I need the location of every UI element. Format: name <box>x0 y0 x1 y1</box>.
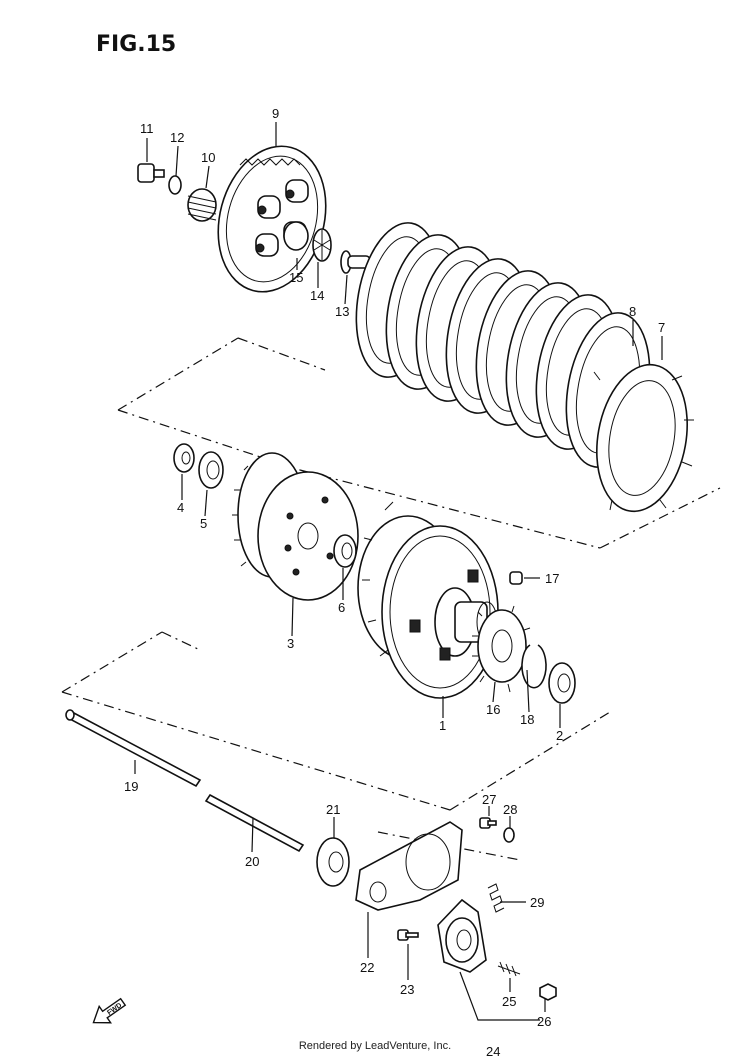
lock-washer <box>198 451 224 489</box>
callout-5: 5 <box>200 516 207 531</box>
push-rod-long <box>65 709 202 788</box>
pressure-plate <box>217 145 327 293</box>
thrust-washer <box>312 228 332 262</box>
damper-cushion <box>509 571 523 585</box>
lock-nut <box>539 983 557 1001</box>
clutch-housing <box>357 501 499 699</box>
callout-9: 9 <box>272 106 279 121</box>
callout-2: 2 <box>556 728 563 743</box>
callout-22: 22 <box>360 960 374 975</box>
callout-18: 18 <box>520 712 534 727</box>
callout-14: 14 <box>310 288 324 303</box>
push-rod-short <box>204 793 305 853</box>
callout-8: 8 <box>629 304 636 319</box>
release-cover-gasket <box>355 821 463 911</box>
adjusting-screw <box>497 961 521 977</box>
push-piece <box>340 250 371 274</box>
release-bearing <box>283 221 309 251</box>
callout-4: 4 <box>177 500 184 515</box>
callout-7: 7 <box>658 320 665 335</box>
oil-seal <box>316 837 350 887</box>
callout-11: 11 <box>140 121 154 136</box>
plates-assembly-outline <box>117 337 721 549</box>
callout-17: 17 <box>545 571 559 586</box>
callout-24: 24 <box>486 1044 500 1059</box>
bolt-23 <box>397 929 419 941</box>
callout-19: 19 <box>124 779 138 794</box>
callout-29: 29 <box>530 895 544 910</box>
bolt <box>137 163 165 183</box>
callout-labels: 11 12 10 9 15 14 13 8 7 4 5 3 6 17 1 16 … <box>124 106 665 1059</box>
fwd-label: FWD <box>106 1002 123 1017</box>
callout-1: 1 <box>439 718 446 733</box>
callout-15: 15 <box>289 270 303 285</box>
callout-28: 28 <box>503 802 517 817</box>
callout-10: 10 <box>201 150 215 165</box>
washer <box>168 175 182 195</box>
clutch-release-assembly <box>437 898 487 973</box>
footer-credit: Rendered by LeadVenture, Inc. <box>298 1040 452 1052</box>
callout-20: 20 <box>245 854 259 869</box>
callout-23: 23 <box>400 982 414 997</box>
callout-13: 13 <box>335 304 349 319</box>
circlip <box>521 644 547 689</box>
clutch-spring <box>187 188 217 222</box>
washer-28 <box>503 827 515 843</box>
callout-21: 21 <box>326 802 340 817</box>
callout-3: 3 <box>287 636 294 651</box>
callout-25: 25 <box>502 994 516 1009</box>
forward-arrow-icon: FWD <box>92 997 127 1024</box>
callout-12: 12 <box>170 130 184 145</box>
callout-16: 16 <box>486 702 500 717</box>
clutch-plate-stack <box>355 222 694 513</box>
figure-title: FIG.15 <box>96 32 176 57</box>
screw-27 <box>479 817 497 829</box>
shaft-assembly-outline <box>61 631 611 811</box>
return-spring <box>487 883 505 913</box>
callout-6: 6 <box>338 600 345 615</box>
clutch-sleeve-hub <box>232 452 359 601</box>
washer-4 <box>173 443 195 473</box>
thrust-washer-6 <box>333 534 357 568</box>
leader-lines <box>134 122 663 1021</box>
callout-26: 26 <box>537 1014 551 1029</box>
washer-2 <box>548 662 576 704</box>
callout-27: 27 <box>482 792 496 807</box>
